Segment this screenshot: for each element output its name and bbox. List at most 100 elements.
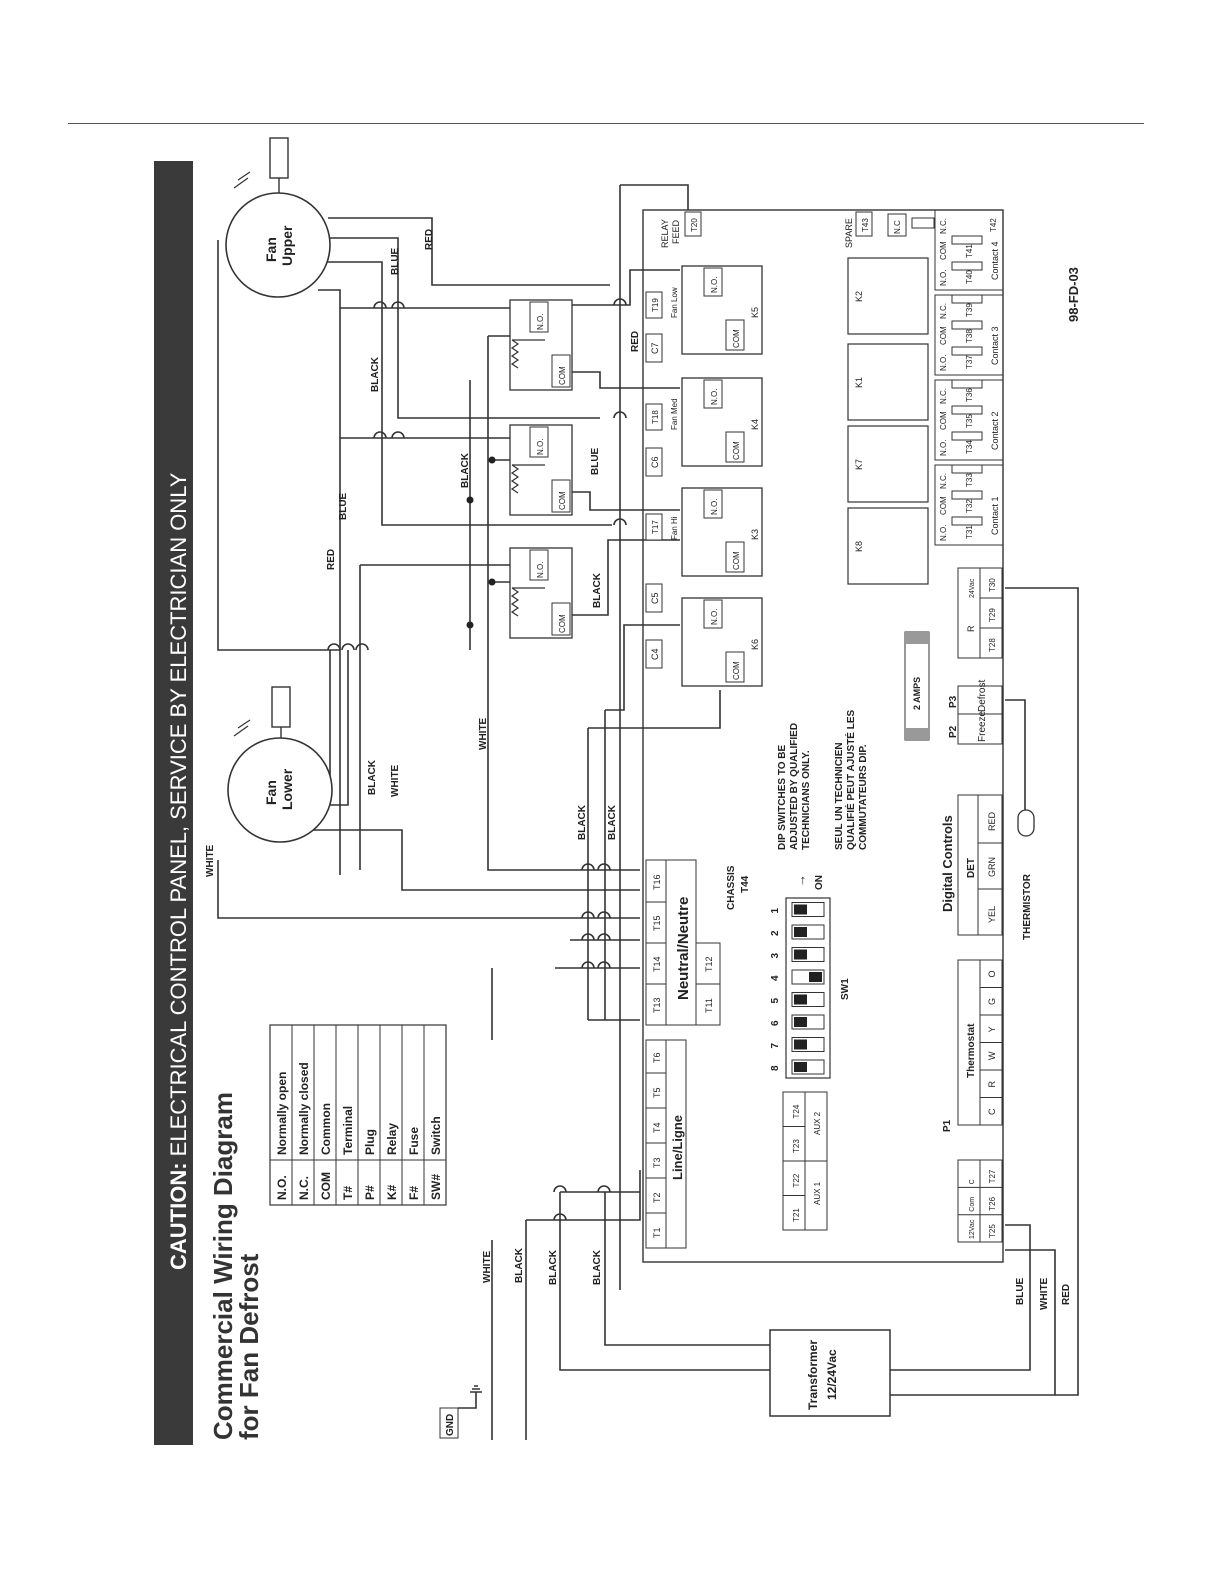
- dip-switch-toggle[interactable]: [794, 949, 807, 960]
- gnd-label: GND: [445, 1414, 456, 1436]
- legend-meaning: Fuse: [407, 1127, 421, 1155]
- legend-meaning: Relay: [385, 1123, 399, 1155]
- transformer-label-1: Transformer: [806, 1340, 820, 1410]
- heater-relay-no-label: N.O.: [536, 314, 545, 330]
- dip-switch-toggle[interactable]: [794, 1017, 807, 1027]
- spare-label: SPARE: [844, 218, 854, 248]
- p2-label: P2: [948, 725, 959, 738]
- heater-relay-no-label: N.O.: [536, 562, 545, 578]
- legend-code: SW#: [429, 1174, 443, 1200]
- fan-relay-name: K4: [750, 419, 760, 430]
- wire-label-white-left: WHITE: [205, 844, 216, 877]
- fan-speed-terminal: T19: [651, 298, 660, 312]
- legend-meaning: Plug: [363, 1129, 377, 1155]
- caution-text: CAUTION: ELECTRICAL CONTROL PANEL, SERVI…: [166, 472, 191, 1270]
- dip-switch-toggle[interactable]: [794, 1062, 807, 1072]
- contact-name: Contact 4: [990, 241, 1000, 280]
- thermostat-label: Thermostat: [966, 1023, 977, 1078]
- aux-terminal: T22: [792, 1173, 801, 1187]
- legend-code: N.O.: [275, 1175, 289, 1200]
- r-terminal: T28: [988, 638, 997, 652]
- legend-code: F#: [407, 1186, 421, 1200]
- dip-switch-number: 7: [770, 1043, 781, 1049]
- sw1-on-arrow: →: [793, 874, 808, 887]
- contact-terminal: T33: [965, 473, 974, 487]
- fan-relay-no-label: N.O.: [710, 609, 719, 625]
- wire-label-blue-upper: BLUE: [390, 247, 401, 275]
- dip-switch-toggle[interactable]: [794, 927, 807, 937]
- heater-element-icon: [510, 339, 545, 369]
- contact-header: N.O.: [939, 270, 948, 286]
- sw1-on-label: ON: [814, 875, 825, 890]
- contact-header: N.C.: [939, 218, 948, 234]
- wire-label-red-trans: RED: [1061, 1284, 1072, 1305]
- fan-speed-label: Fan Med: [670, 398, 679, 430]
- fuse-2amp: 2 AMPS: [904, 631, 930, 741]
- line-terminal: T1: [652, 1227, 662, 1238]
- power-terminal-label: C: [969, 1179, 976, 1184]
- transformer: Transformer 12/24Vac: [769, 1329, 891, 1417]
- dip-note-en-line: TECHNICIANS ONLY.: [801, 750, 812, 850]
- heater-relay-com-label: COM: [558, 491, 567, 510]
- diagram-title-line2: for Fan Defrost: [234, 1253, 264, 1440]
- dip-switch-toggle[interactable]: [794, 904, 807, 915]
- neutral-terminal: T16: [652, 874, 662, 890]
- dip-note-en-line: ADJUSTED BY QUALIFIED: [789, 723, 800, 850]
- fan-upper-label-2: Upper: [279, 225, 295, 266]
- dip-switch-number: 5: [770, 998, 781, 1004]
- fan-speed-label: Fan Low: [670, 287, 679, 318]
- heater-element-icon: [510, 587, 545, 617]
- legend-meaning: Common: [319, 1103, 333, 1155]
- dip-switch-toggle[interactable]: [809, 972, 822, 982]
- control-board: [642, 209, 1004, 1263]
- dip-switch-toggle[interactable]: [794, 994, 807, 1005]
- heater-element-icon: [510, 464, 545, 494]
- contact-terminal: T31: [965, 525, 974, 539]
- internal-relay-name: K7: [854, 459, 864, 470]
- t42-slot: [911, 217, 935, 229]
- internal-relay-body: [847, 425, 929, 503]
- contact-header: N.O.: [939, 355, 948, 371]
- wire-label-black-upper: BLACK: [370, 356, 381, 392]
- internal-relay-name: K1: [854, 377, 864, 388]
- r-24vac-label: 24Vac: [969, 578, 976, 598]
- internal-relay-body: [847, 343, 929, 421]
- aux1-label: AUX 1: [813, 1181, 822, 1205]
- defrost-label: Defrost: [977, 680, 988, 712]
- power-terminal: T27: [988, 1169, 997, 1183]
- neutral-block-name: Neutral/Neutre: [675, 897, 692, 1000]
- line-terminal: T2: [652, 1192, 662, 1203]
- internal-relay-name: K8: [854, 541, 864, 552]
- fan-speed-terminal: T17: [651, 520, 660, 534]
- fan-relay-com-label: COM: [732, 551, 741, 570]
- aux-terminal: T23: [792, 1139, 801, 1153]
- contact-header: N.O.: [939, 525, 948, 541]
- chassis-label-2: T44: [740, 875, 751, 893]
- contact-terminal: T37: [965, 355, 974, 369]
- dip-switch-toggle[interactable]: [794, 1039, 807, 1050]
- nc-box: [887, 213, 907, 237]
- wire-label-blue-mid: BLUE: [338, 492, 349, 520]
- contact-terminal: T39: [965, 303, 974, 317]
- neutral-terminal: T15: [652, 915, 662, 931]
- wires: [217, 184, 1079, 1440]
- sw1-label: SW1: [840, 978, 851, 1000]
- wire-label-black-lower: BLACK: [367, 759, 378, 795]
- contact-terminal: T35: [965, 414, 974, 428]
- power-terminal: T26: [988, 1196, 997, 1210]
- fan-relay-name: K6: [750, 639, 760, 650]
- det-pin: GRN: [987, 857, 997, 877]
- dip-note-fr-line: QUALIFIÉ PEUT AJUSTÉ LES: [844, 709, 857, 850]
- thermostat-pin: Y: [987, 1026, 997, 1032]
- thermostat-pin: G: [987, 998, 997, 1005]
- fan-speed-label: Fan Hi: [670, 516, 679, 540]
- fan-upper-label-1: Fan: [263, 237, 279, 262]
- dip-note-en-line: DIP SWITCHES TO BE: [777, 744, 788, 850]
- aux2-label: AUX 2: [813, 1111, 822, 1135]
